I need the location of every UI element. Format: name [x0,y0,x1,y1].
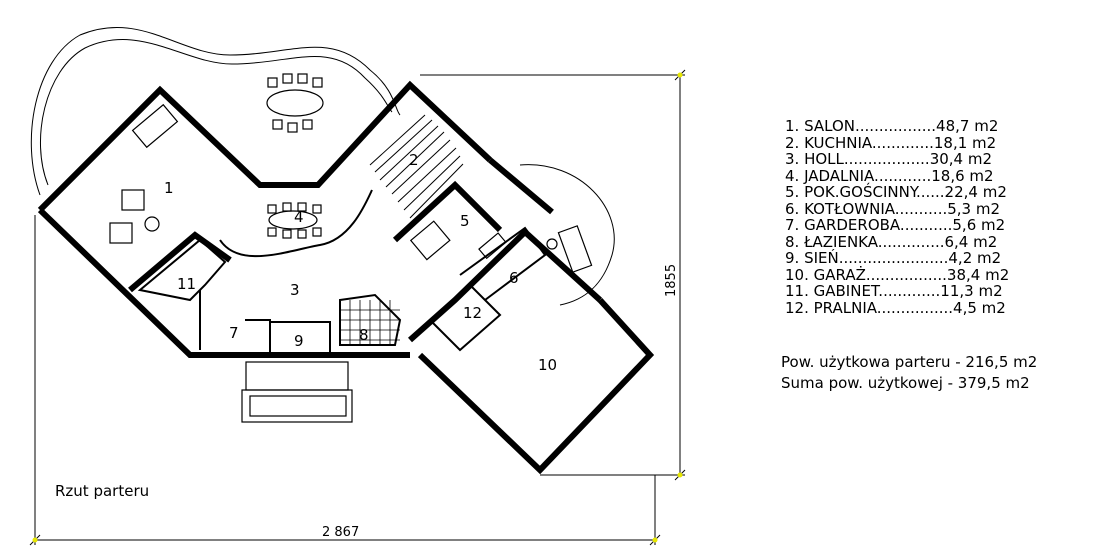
room-number: 3 [290,281,300,299]
dimension-width: 2 867 [322,525,359,540]
legend-row: 10. GARAŻ.................38,4 m2 [785,265,1010,284]
plan-caption: Rzut parteru [55,482,149,500]
room-number: 1 [164,179,174,197]
legend-row: 5. POK.GOŚCINNY......22,4 m2 [785,183,1007,201]
room-number: 2 [409,151,419,169]
sofa [131,103,179,149]
room-number: 12 [463,304,482,322]
room-number: 7 [229,324,239,342]
car [557,225,593,273]
dining-table [268,210,318,230]
kitchen-hatch [369,114,464,219]
legend-row: 1. SALON.................48,7 m2 [785,117,999,135]
legend-row: 12. PRALNIA................4,5 m2 [785,298,1006,317]
room-number: 11 [177,275,196,293]
round-terrace [519,164,615,306]
legend-row: 4. JADALNIA............18,6 m2 [785,166,994,185]
room-number: 9 [294,332,304,350]
legend-row: 9. SIEŃ.......................4,2 m2 [785,249,1002,267]
terrace-outline [30,26,401,196]
bed [409,220,451,261]
legend-row: 7. GARDEROBA...........5,6 m2 [785,216,1006,234]
room-number: 6 [509,269,519,287]
legend-row: 2. KUCHNIA.............18,1 m2 [785,133,997,152]
rooms-legend: 1. SALON.................48,7 m2 2. KUCH… [785,118,1009,316]
terrace-table [266,89,324,117]
legend-row: 11. GABINET.............11,3 m2 [785,282,1003,300]
armchair [121,189,145,211]
room-number: 4 [294,208,304,226]
terrace-outline-inner [40,39,393,186]
room-numbers: 1 2 3 4 5 6 7 8 9 10 11 12 [164,151,557,374]
legend-row: 8. ŁAZIENKA..............6,4 m2 [785,232,998,251]
room-number: 5 [460,212,470,230]
summary-row: Suma pow. użytkowej - 379,5 m2 [781,374,1030,392]
legend-row: 6. KOTŁOWNIA...........5,3 m2 [785,199,1001,218]
room-number: 10 [538,356,557,374]
summary-row: Pow. użytkowa parteru - 216,5 m2 [781,353,1038,371]
walls [37,80,655,475]
bathroom-tiles [340,300,400,345]
dimension-height: 1855 [664,264,679,297]
legend-row: 3. HOLL..................30,4 m2 [785,150,993,168]
desk [478,232,507,260]
armchair [109,222,133,244]
room-number: 8 [359,326,369,344]
area-summary: Pow. użytkowa parteru - 216,5 m2 Suma po… [781,352,1037,394]
